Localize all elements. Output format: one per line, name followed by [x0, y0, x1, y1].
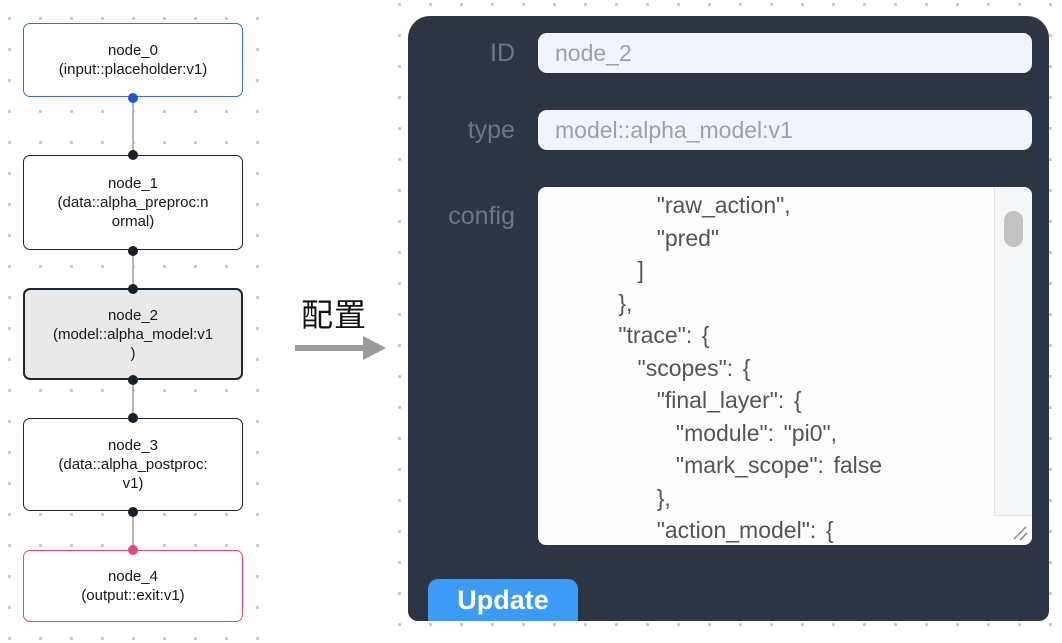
config-json-line: "module": "pi0",: [580, 419, 838, 446]
input-port[interactable]: [128, 544, 138, 555]
node-label-line: (model::alpha_model:v1: [52, 325, 214, 343]
config-json-line: "scopes": {: [580, 354, 751, 381]
flow-edge: [132, 250, 134, 288]
flow-edge: [132, 97, 134, 155]
config-json-line: },: [580, 289, 633, 316]
input-port[interactable]: [128, 149, 138, 160]
output-port[interactable]: [128, 506, 138, 517]
config-json-line: "action_model": {: [580, 517, 834, 543]
config-annotation: 配置: [293, 298, 393, 361]
config-json-line: },: [580, 484, 671, 511]
node-label-line: (data::alpha_postproc:: [58, 456, 208, 473]
config-json-line: "trace": {: [580, 322, 710, 348]
scrollbar-thumb[interactable]: [1004, 211, 1023, 247]
flow-node-node_2[interactable]: node_2(model::alpha_model:v1): [23, 283, 243, 385]
id-field-label: ID: [490, 39, 515, 67]
flow-node-node_3[interactable]: node_3(data::alpha_postproc:v1): [23, 412, 243, 517]
node-config-panel: ID type config "raw_action", "pred" ] },…: [408, 16, 1049, 621]
resize-handle-icon[interactable]: [994, 515, 1032, 545]
config-json-line: "pred": [580, 224, 720, 251]
config-json-line: "mark_scope": false: [580, 452, 883, 478]
node-label-line: ormal): [111, 213, 155, 230]
output-port[interactable]: [128, 245, 138, 256]
scrollbar-track[interactable]: [994, 187, 1032, 545]
output-port[interactable]: [128, 374, 138, 385]
id-field[interactable]: [538, 33, 1032, 73]
node-label-line: (output::exit:v1): [81, 587, 185, 604]
node-label-line: (input::placeholder:v1): [58, 61, 208, 78]
config-field-label: config: [448, 202, 515, 230]
node-label-line: node_0: [107, 42, 159, 59]
panel-background: ID type config "raw_action", "pred" ] },…: [391, 0, 1062, 643]
type-field[interactable]: [538, 110, 1032, 150]
output-port[interactable]: [128, 92, 138, 103]
node-label-line: node_2: [107, 306, 159, 324]
node-label-line: (data::alpha_preproc:n: [57, 194, 209, 211]
config-annotation-label: 配置: [301, 297, 368, 333]
node-label-line: ): [130, 344, 136, 362]
input-port[interactable]: [128, 412, 138, 423]
config-json-line: ]: [580, 257, 644, 283]
flow-node-node_4[interactable]: node_4(output::exit:v1): [23, 544, 243, 622]
node-label-line: node_1: [107, 175, 159, 192]
flow-canvas[interactable]: node_0(input::placeholder:v1) node_1(dat…: [0, 0, 263, 643]
config-editor[interactable]: "raw_action", "pred" ] }, "trace": { "sc…: [538, 187, 1032, 545]
node-label-line: v1): [122, 475, 144, 492]
node-label-line: node_4: [107, 568, 159, 585]
config-json-line: "final_layer": {: [580, 387, 802, 413]
flow-edge: [132, 380, 134, 418]
right-arrow-icon: [295, 336, 386, 360]
type-field-label: type: [467, 116, 515, 144]
update-button[interactable]: Update: [428, 579, 578, 621]
flow-edge: [132, 511, 134, 550]
flow-node-node_0[interactable]: node_0(input::placeholder:v1): [23, 23, 243, 103]
node-label-line: node_3: [107, 437, 159, 454]
input-port[interactable]: [128, 283, 138, 294]
config-json-line: "raw_action",: [580, 192, 791, 218]
